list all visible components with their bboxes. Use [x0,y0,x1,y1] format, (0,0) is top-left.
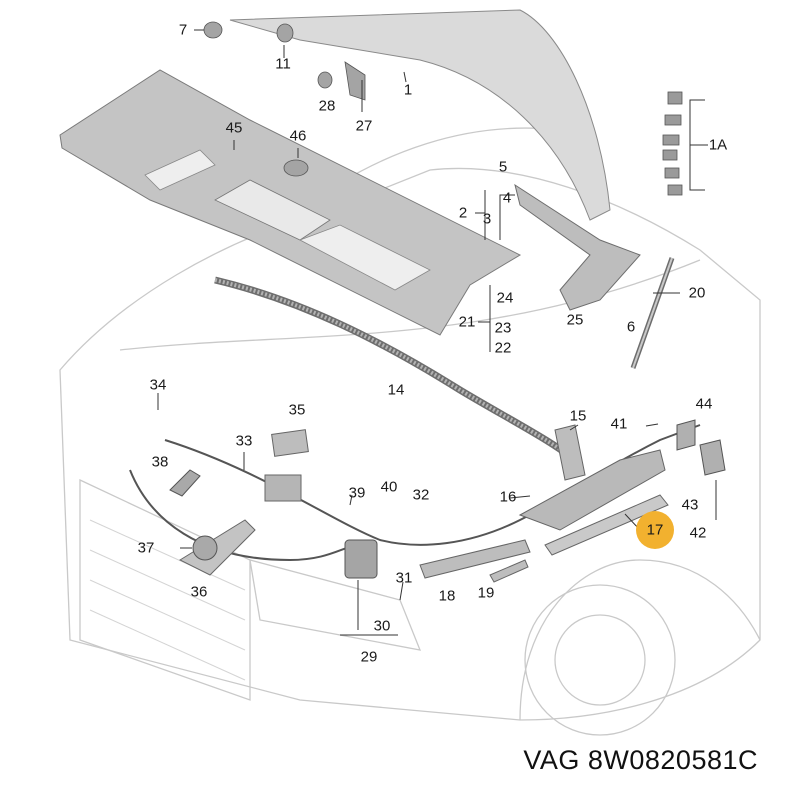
callout-29: 29 [360,648,378,666]
part-15 [554,424,586,481]
part-17 [544,494,669,556]
callout-7: 7 [178,21,188,39]
part-18 [419,539,531,579]
callout-45: 45 [225,119,243,137]
callout-30: 30 [373,617,391,635]
callout-40: 40 [380,478,398,496]
wheel-inner [554,614,646,706]
cowl-window-left [144,149,216,191]
hood-panel [229,9,611,221]
callout-31: 31 [395,569,413,587]
callout-37: 37 [137,539,155,557]
callout-1: 1 [403,81,413,99]
lock-33 [264,474,302,502]
highlight-marker [636,511,674,549]
callout-27: 27 [355,117,373,135]
callout-35: 35 [288,401,306,419]
hood-line [119,259,701,351]
lock-35 [271,429,309,457]
callout-18: 18 [438,587,456,605]
fender-arch [519,559,761,721]
callout-24: 24 [496,289,514,307]
callout-41: 41 [610,415,628,433]
handle-38 [169,469,201,497]
callout-33: 33 [235,432,253,450]
callout-21: 21 [458,313,476,331]
callout-11: 11 [275,55,291,73]
callout-39: 39 [348,484,366,502]
callout-38: 38 [151,453,169,471]
callout-36: 36 [190,583,208,601]
callout-34: 34 [149,376,167,394]
lock-bracket-36 [178,519,256,576]
grille-outline [79,478,251,701]
latch-29 [344,539,378,579]
part-27 [344,61,366,101]
callout-32: 32 [412,486,430,504]
part-19 [489,559,529,583]
cowl-mesh [214,179,331,241]
callout-44: 44 [695,395,713,413]
part-11 [276,23,294,43]
part-42 [699,439,726,476]
callout-1a: 1A [708,136,728,154]
highlighted-callout: 17 [646,521,664,539]
callout-46: 46 [289,127,307,145]
callout-20: 20 [688,284,706,302]
callout-16: 16 [499,488,517,506]
cowl-window [299,224,431,291]
part-46 [283,159,309,177]
callout-15: 15 [569,407,587,425]
callout-25: 25 [566,311,584,329]
release-cable-2 [129,469,361,562]
callout-4: 4 [502,189,512,207]
lock-36 [192,535,218,561]
callout-3: 3 [482,210,492,228]
hood-hinge [514,183,641,311]
callout-23: 23 [494,319,512,337]
part-44 [676,419,696,451]
callout-2: 2 [458,204,468,222]
part-7 [203,21,223,39]
part-16 [518,449,666,531]
wheel-outer [524,584,676,736]
callout-43: 43 [681,496,699,514]
callout-42: 42 [689,524,707,542]
part-number-caption: VAG 8W0820581C [523,745,758,775]
callout-6: 6 [626,318,636,336]
callout-19: 19 [477,584,495,602]
callout-5: 5 [498,158,508,176]
headlight-outline [249,559,422,651]
bolt-group [662,91,683,196]
callout-28: 28 [318,97,336,115]
callout-22: 22 [494,339,512,357]
callout-14: 14 [387,381,405,399]
part-28 [317,71,333,89]
